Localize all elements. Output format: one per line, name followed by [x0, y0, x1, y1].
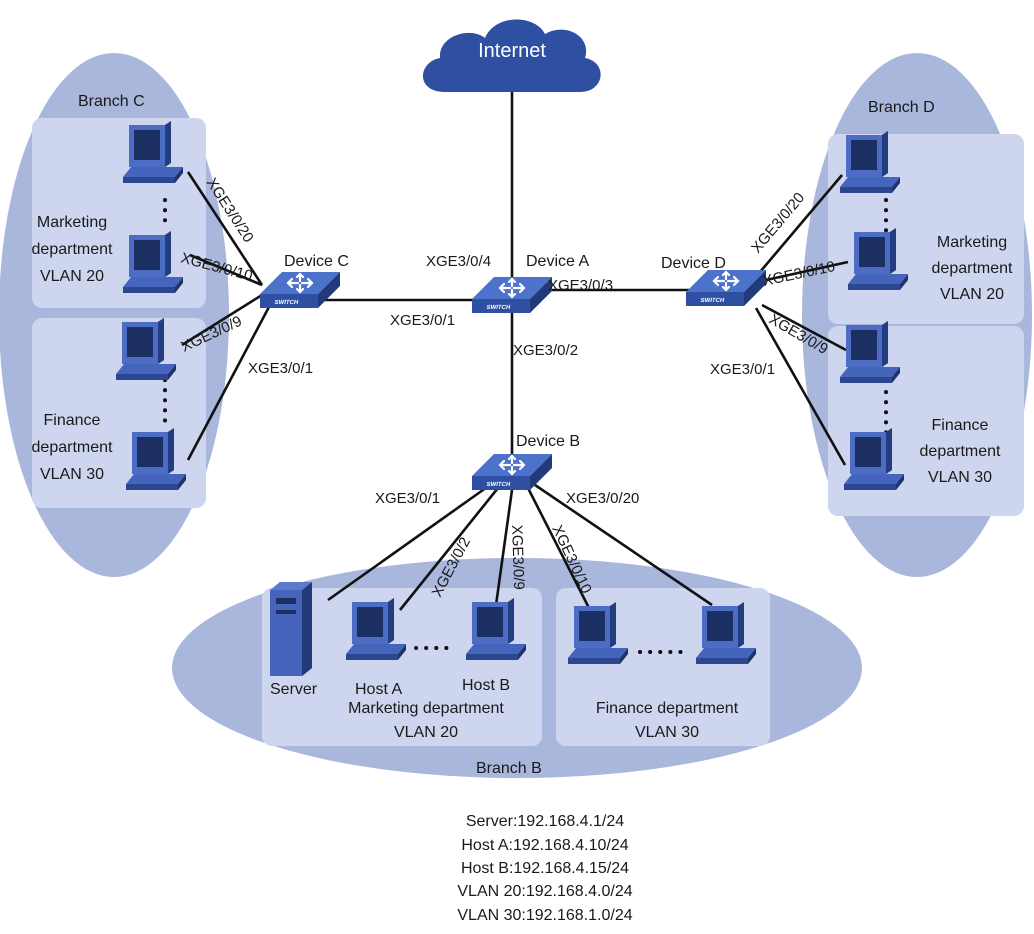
network-links [181, 85, 849, 611]
device-a-badge: SWITCH [486, 305, 511, 311]
link-c-pc2 [189, 253, 263, 287]
port-c-pc4: XGE3/0/1 [248, 360, 313, 377]
device-c-badge: SWITCH [274, 300, 299, 306]
link-d-pc1 [759, 174, 843, 273]
internet-cloud: Internet [422, 19, 601, 92]
legend-line-4: VLAN 20:192.168.4.0/24 [457, 883, 632, 900]
legend-line-3: Host B:192.168.4.15/24 [461, 860, 629, 877]
link-b-fin2 [534, 483, 713, 607]
link-c-pc1 [186, 171, 264, 286]
device-b-label: Device B [516, 433, 580, 450]
d-finance-line3: VLAN 30 [928, 469, 992, 486]
link-c-pc3 [181, 293, 263, 347]
port-d-pc1: XGE3/0/20 [748, 189, 808, 256]
port-a-right: XGE3/0/3 [548, 277, 613, 294]
server-label: Server [270, 681, 318, 698]
device-a-switch: SWITCH [470, 275, 554, 315]
legend-line-1: Server:192.168.4.1/24 [466, 813, 624, 830]
d-finance-line2: department [920, 443, 1001, 460]
branch-b-label: Branch B [476, 760, 542, 777]
d-marketing-line2: department [932, 260, 1013, 277]
link-b-server [327, 483, 491, 602]
branch-d-label: Branch D [868, 99, 935, 116]
device-d-badge: SWITCH [700, 298, 725, 304]
branch-c-label: Branch C [78, 93, 145, 110]
port-b-fin2: XGE3/0/20 [566, 490, 639, 507]
internet-label: Internet [478, 40, 546, 62]
device-a-label: Device A [526, 253, 589, 270]
c-marketing-line2: department [32, 241, 113, 258]
d-marketing-line1: Marketing [937, 234, 1007, 251]
d-marketing-line3: VLAN 20 [940, 286, 1004, 303]
port-a-up: XGE3/0/4 [426, 253, 491, 270]
address-legend: Server:192.168.4.1/24 Host A:192.168.4.1… [457, 813, 632, 924]
device-c-label: Device C [284, 253, 349, 270]
link-c-pc4 [186, 304, 272, 461]
port-b-host-b: XGE3/0/9 [508, 525, 527, 591]
c-finance-line3: VLAN 30 [40, 466, 104, 483]
d-finance-line1: Finance [932, 417, 989, 434]
c-finance-line2: department [32, 439, 113, 456]
b-finance-line1: Finance department [596, 700, 739, 717]
host-b-label: Host B [462, 677, 510, 694]
c-finance-line1: Finance [44, 412, 101, 429]
link-d-pc4 [754, 307, 847, 466]
host-a-label: Host A [355, 681, 402, 698]
b-marketing-line1: Marketing department [348, 700, 504, 717]
b-marketing-line2: VLAN 20 [394, 724, 458, 741]
device-d-label: Device D [661, 255, 726, 272]
port-d-pc4: XGE3/0/1 [710, 361, 775, 378]
c-marketing-line1: Marketing [37, 214, 107, 231]
c-marketing-line3: VLAN 20 [40, 268, 104, 285]
link-b-host-a [398, 487, 500, 611]
legend-line-2: Host A:192.168.4.10/24 [461, 837, 628, 854]
device-b-badge: SWITCH [486, 482, 511, 488]
port-a-left: XGE3/0/1 [390, 312, 455, 329]
link-d-pc3 [761, 303, 847, 352]
b-finance-line2: VLAN 30 [635, 724, 699, 741]
device-d-switch: SWITCH [684, 268, 768, 308]
server-icon [270, 582, 312, 676]
device-c-switch: SWITCH [258, 270, 342, 310]
legend-line-5: VLAN 30:192.168.1.0/24 [457, 907, 632, 924]
link-b-host-b [494, 489, 514, 606]
link-b-fin1 [526, 487, 592, 611]
port-b-server: XGE3/0/1 [375, 490, 440, 507]
link-d-pc2 [765, 260, 849, 282]
port-a-down: XGE3/0/2 [513, 342, 578, 359]
device-b-switch: SWITCH [470, 452, 554, 492]
